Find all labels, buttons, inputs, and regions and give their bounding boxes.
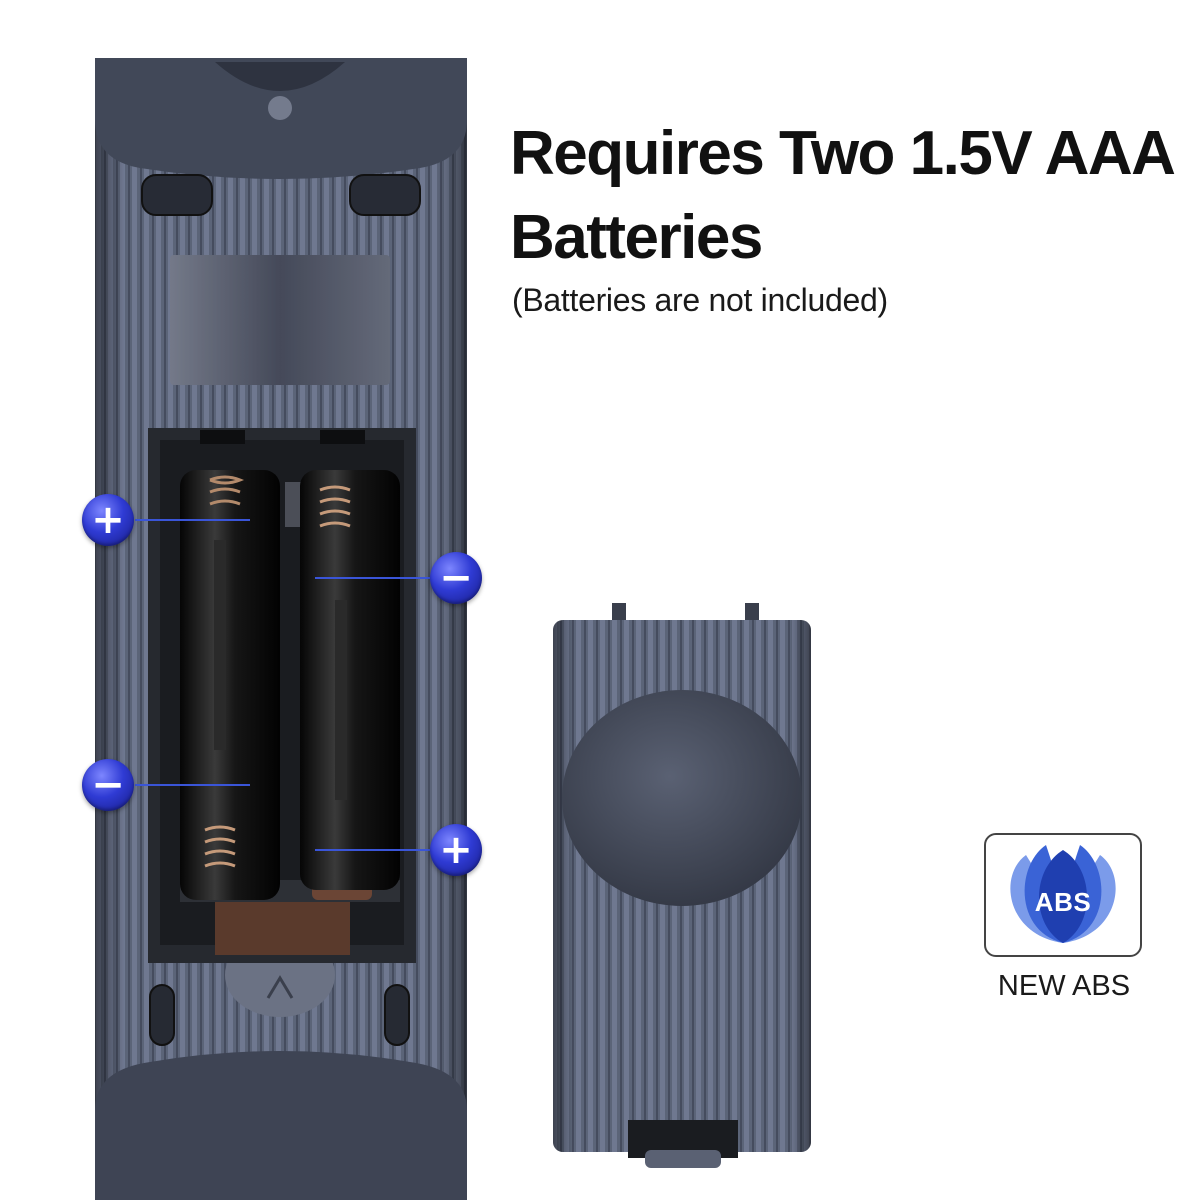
headline: Requires Two 1.5V AAA Batteries (510, 112, 1190, 280)
headline-line-2: Batteries (510, 203, 763, 272)
battery-cell-left (180, 470, 280, 900)
terminal-leader-lines (135, 519, 430, 851)
battery-cover (553, 603, 811, 1168)
headline-line-1: Requires Two 1.5V AAA (510, 119, 1176, 188)
minus-terminal-icon: − (82, 759, 134, 811)
abs-caption: NEW ABS (997, 970, 1131, 1002)
battery-cell-right (300, 470, 400, 890)
plus-terminal-icon: + (430, 824, 482, 876)
plus-terminal-icon: + (82, 494, 134, 546)
batteries-not-included-note: (Batteries are not included) (512, 282, 888, 318)
abs-badge: ABS (984, 833, 1142, 957)
abs-logo-text: ABS (1034, 887, 1092, 917)
abs-logo-icon (1010, 845, 1116, 943)
minus-terminal-icon: − (430, 552, 482, 604)
